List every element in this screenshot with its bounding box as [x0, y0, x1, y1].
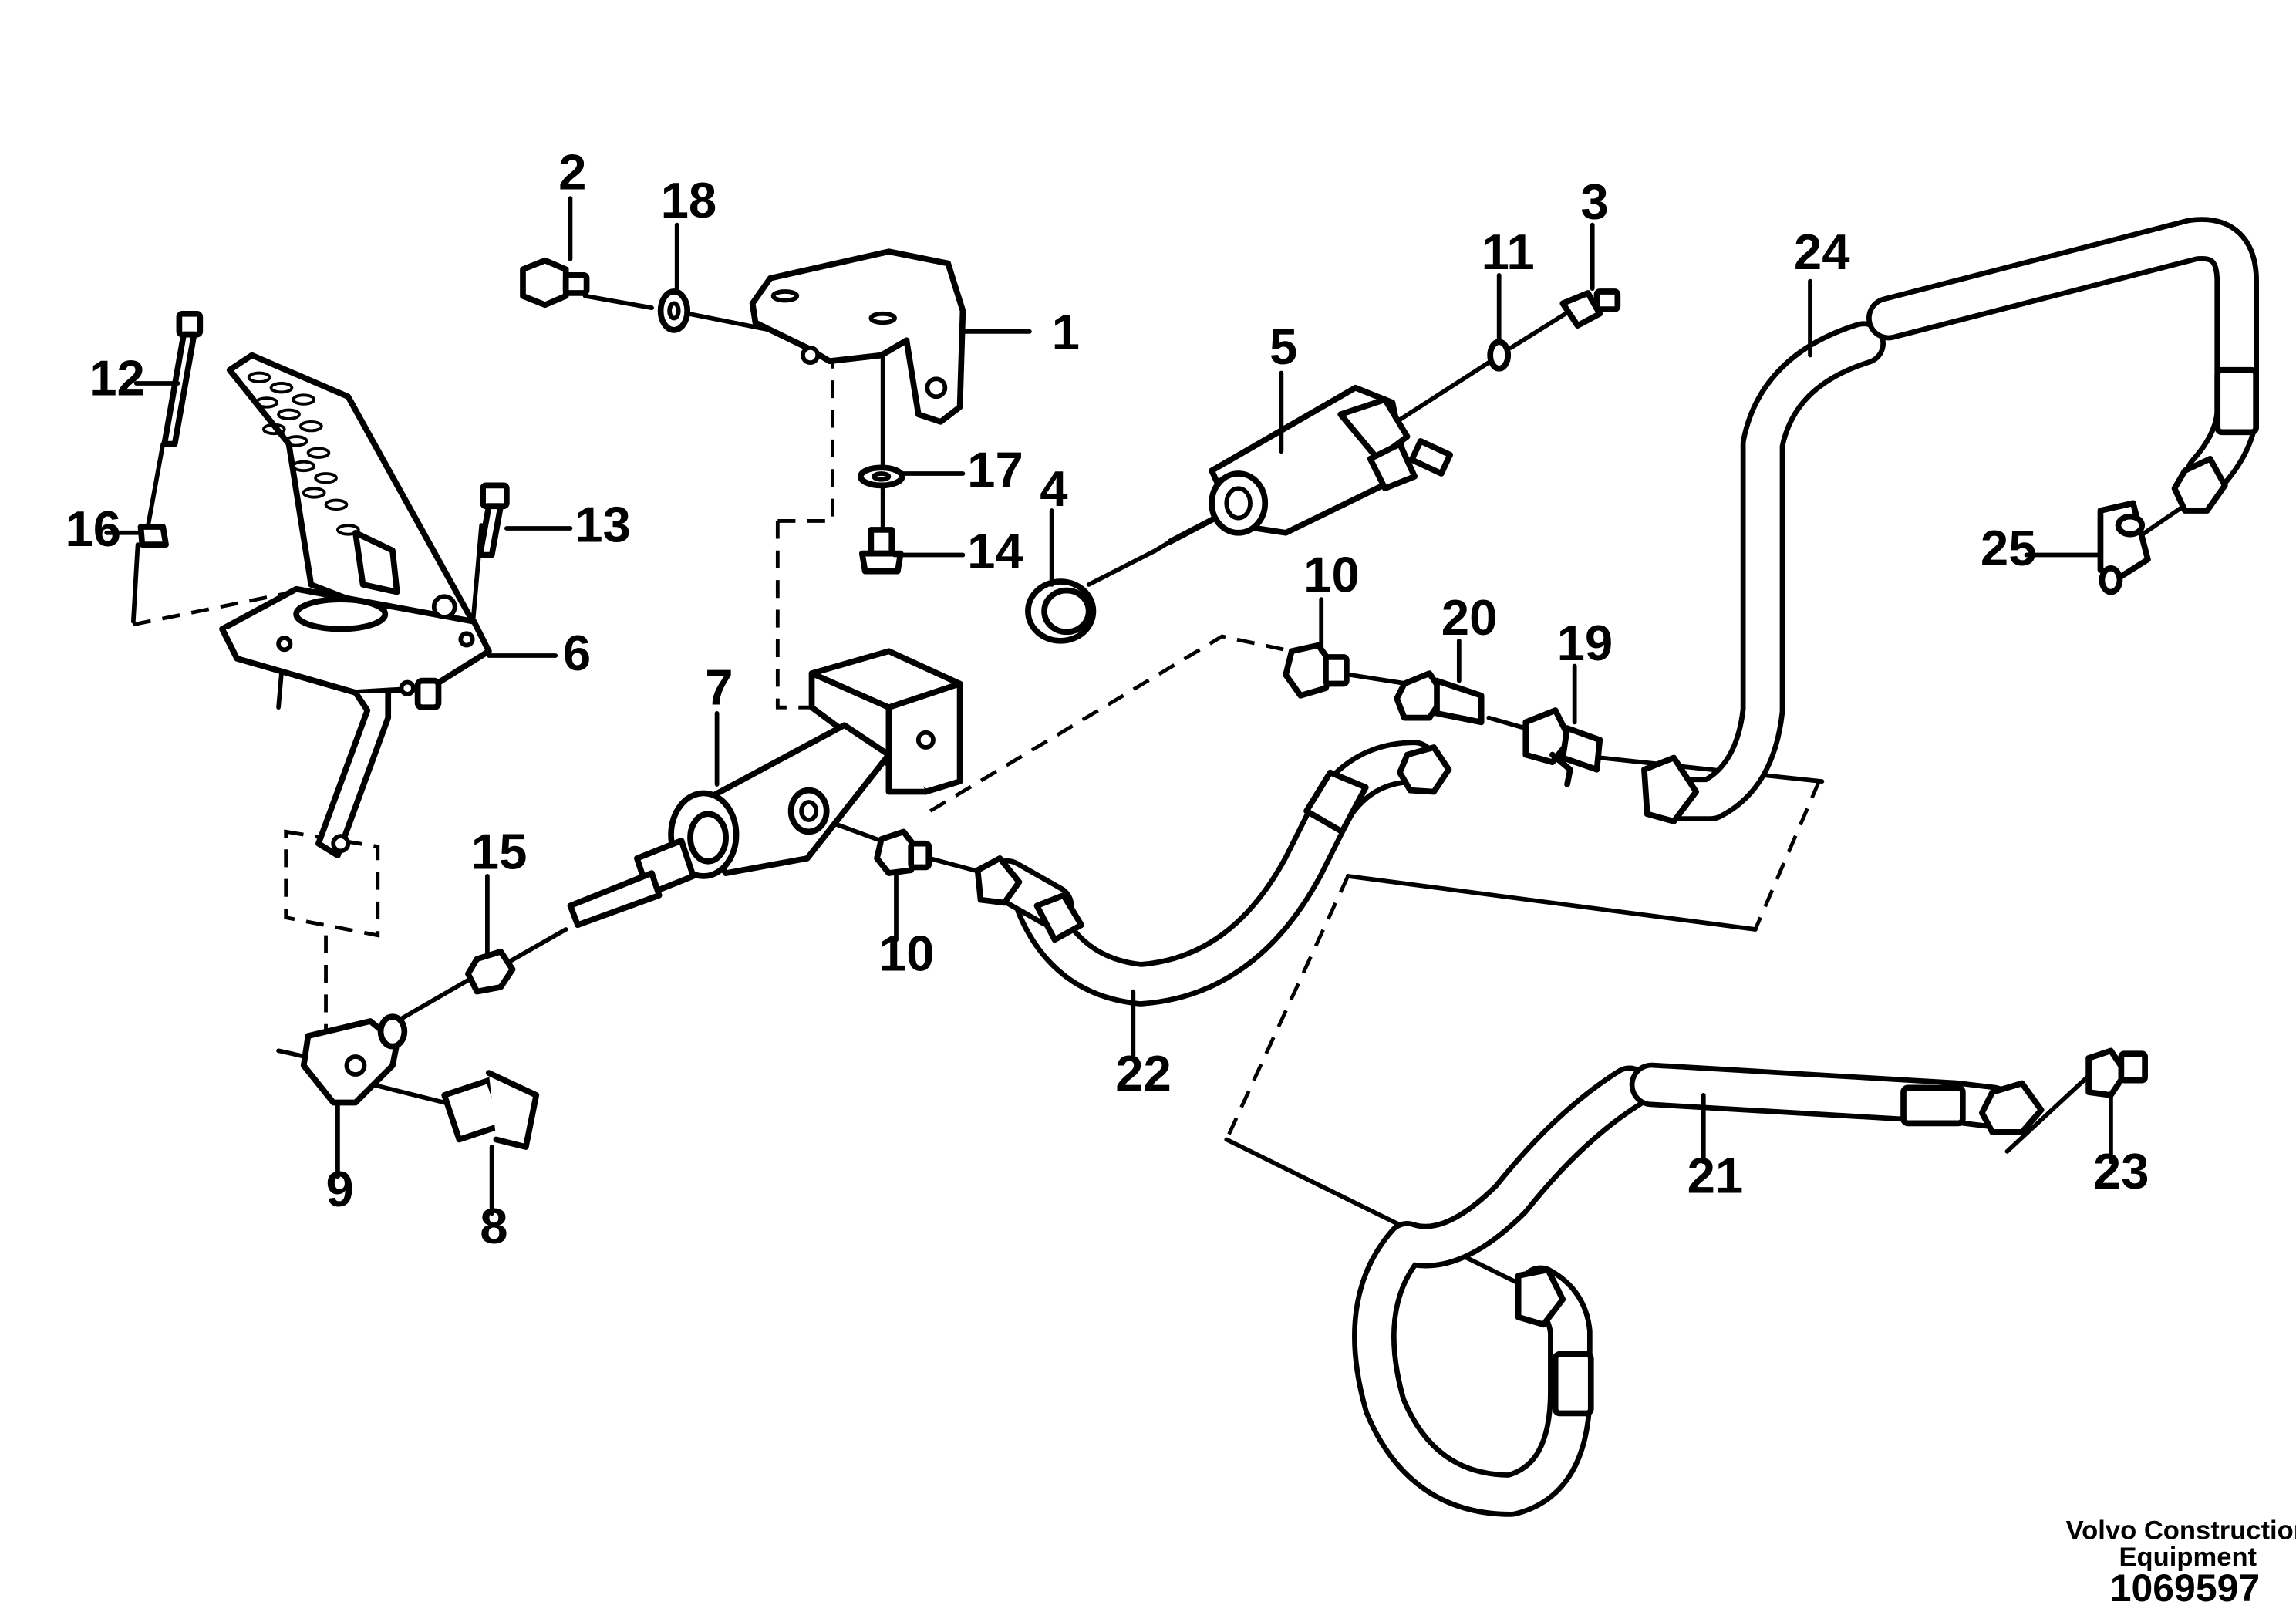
callout-8: 8: [480, 1198, 507, 1254]
clip-pin-8: [441, 1070, 540, 1150]
pipe-22: [974, 740, 1452, 1007]
callout-11: 11: [1482, 224, 1535, 280]
callout-4: 4: [1040, 460, 1067, 517]
callout-5: 5: [1269, 319, 1297, 375]
callout-24: 24: [1794, 224, 1850, 280]
pedal-6: [219, 352, 492, 858]
cylinder-5: [1167, 384, 1454, 545]
callout-19: 19: [1557, 615, 1613, 671]
callout-10b: 10: [878, 926, 935, 982]
callout-21: 21: [1687, 1148, 1744, 1204]
callout-22: 22: [1115, 1045, 1172, 1101]
fitting-25: [2097, 500, 2151, 595]
washer-17: [858, 464, 905, 489]
bracket-1: [749, 248, 966, 425]
nut-15: [465, 948, 516, 995]
bolt-14: [858, 527, 904, 575]
callout-12: 12: [89, 349, 145, 406]
assembly-lines: [130, 293, 2195, 1293]
company-name-line2: Equipment: [2119, 1543, 2257, 1572]
adapter-10-lower: [874, 828, 932, 876]
company-name-line1: Volvo Construction: [2066, 1516, 2296, 1546]
callout-2: 2: [558, 144, 586, 201]
washer-18: [657, 288, 691, 333]
circlip-11: [1487, 339, 1512, 372]
adapter-10-upper: [1283, 642, 1350, 699]
callout-15: 15: [471, 823, 528, 879]
callout-16: 16: [66, 501, 122, 557]
callout-7: 7: [705, 659, 733, 715]
adapter-23: [2085, 1047, 2148, 1098]
callout-1: 1: [1052, 304, 1080, 360]
seal-ring-4: [1025, 578, 1097, 644]
callout-20: 20: [1441, 589, 1498, 646]
clevis-9: [300, 1013, 408, 1106]
callout-10a: 10: [1303, 547, 1360, 603]
callout-23: 23: [2093, 1143, 2149, 1199]
tee-19: [1522, 707, 1603, 787]
nut-16: [137, 524, 169, 548]
bolt-12: [161, 310, 204, 447]
callout-labels: 1 2 3 4 5 6 7 8 9 10 10 11 12 13 14 15 1…: [66, 144, 2149, 1254]
footer: Volvo Construction Equipment 1069597: [2066, 1516, 2296, 1610]
callout-18: 18: [661, 172, 717, 228]
callout-25: 25: [1981, 520, 2037, 576]
callout-9: 9: [326, 1161, 354, 1217]
drawing-number: 1069597: [2110, 1566, 2260, 1610]
pipe-24: [1641, 217, 2259, 824]
leader-lines: [104, 196, 2113, 1216]
callout-13: 13: [575, 496, 631, 552]
callout-3: 3: [1580, 174, 1608, 230]
master-cylinder-7: [567, 648, 963, 929]
bolt-2: [520, 257, 590, 309]
union-20: [1394, 670, 1485, 726]
pipe-21: [1352, 1062, 2045, 1517]
bolt-13: [477, 482, 510, 558]
callout-14: 14: [967, 523, 1023, 579]
fitting-3: [1559, 288, 1621, 329]
callout-6: 6: [563, 625, 591, 681]
callout-17: 17: [967, 441, 1023, 497]
